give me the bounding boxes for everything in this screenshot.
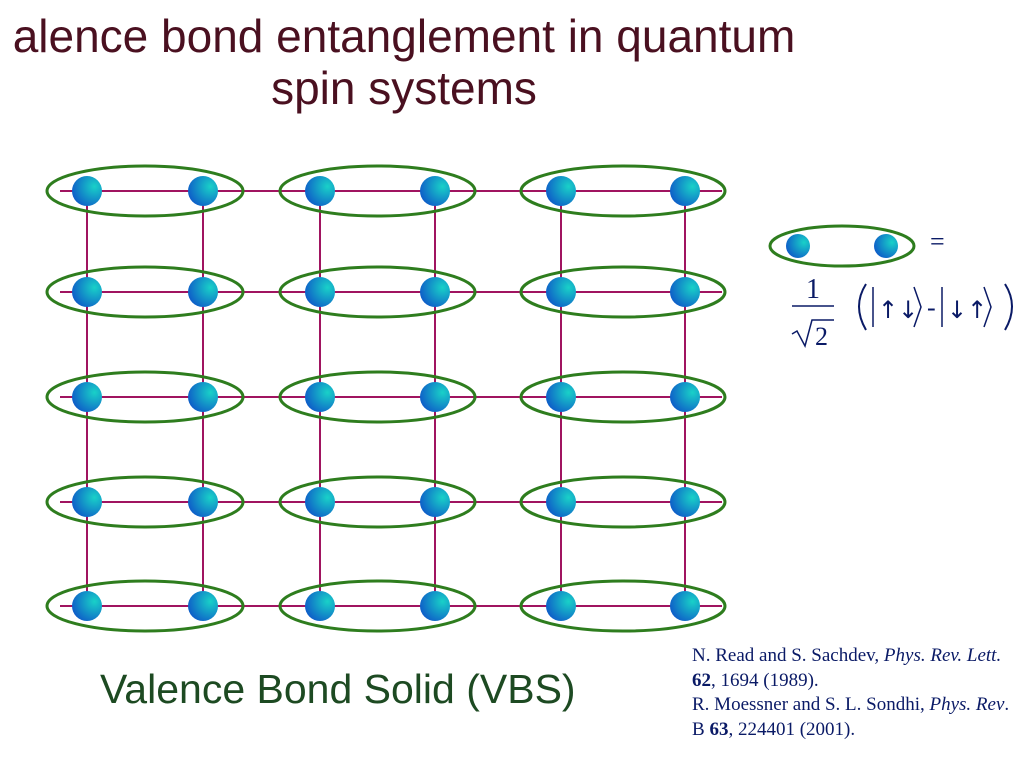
sqrt-argument: 2	[815, 322, 828, 351]
spin-site	[670, 591, 700, 621]
spin-site	[72, 382, 102, 412]
singlet-legend: = 1 2 ↑↓ - ↓↑	[768, 224, 1013, 351]
spin-site	[305, 176, 335, 206]
ket2-angle	[983, 286, 992, 328]
spin-site	[670, 487, 700, 517]
ket1-angle	[913, 286, 922, 328]
spin-site	[305, 277, 335, 307]
spin-site	[188, 487, 218, 517]
dimer-bond	[278, 164, 477, 218]
spin-site	[305, 487, 335, 517]
dimer-ellipse	[45, 164, 245, 218]
ref2-authors: R. Moessner and S. L. Sondhi,	[692, 694, 930, 715]
lattice-lines	[60, 190, 722, 607]
dimer-bond	[278, 370, 477, 424]
spin-site	[546, 591, 576, 621]
slide-title: alence bond entanglement in quantum spin…	[0, 10, 928, 114]
dimer-ellipse	[45, 579, 245, 633]
outer-paren-left	[858, 283, 867, 331]
spin-site	[420, 487, 450, 517]
spin-site	[420, 591, 450, 621]
spin-site	[546, 382, 576, 412]
ref1-pages-year: , 1694 (1989).	[711, 669, 819, 691]
ref2-volume: 63	[709, 718, 729, 740]
reference-2: R. Moessner and S. L. Sondhi, Phys. Rev.…	[692, 693, 1022, 742]
ref2-series: . B	[692, 694, 1010, 740]
title-line-2: spin systems	[271, 62, 537, 114]
dimer-ellipse	[519, 265, 727, 319]
spin-site	[305, 382, 335, 412]
ket2-spins: ↓↑	[947, 296, 987, 324]
dimer-bond	[45, 475, 245, 529]
legend-spin-right	[874, 234, 898, 258]
minus-sign: -	[927, 293, 936, 322]
spin-site	[188, 382, 218, 412]
spin-site	[72, 487, 102, 517]
dimer-bond	[519, 265, 727, 319]
dimer-ellipse	[45, 475, 245, 529]
dimer-ellipse	[519, 370, 727, 424]
spin-site	[670, 176, 700, 206]
spin-site	[188, 591, 218, 621]
legend-dimer-ellipse	[768, 224, 916, 268]
dimer-ellipse	[45, 265, 245, 319]
ref2-journal: Phys. Rev	[929, 694, 1005, 715]
dimer-bond	[45, 370, 245, 424]
title-line-1: alence bond entanglement in quantum	[12, 10, 796, 62]
sqrt-sign	[791, 319, 834, 349]
spin-site	[546, 277, 576, 307]
spin-site	[188, 277, 218, 307]
spin-site	[670, 277, 700, 307]
legend-spin-left	[786, 234, 810, 258]
dimer-bond	[519, 579, 727, 633]
outer-paren-right	[1004, 283, 1013, 331]
ref1-volume: 62	[692, 669, 711, 691]
spin-site	[546, 487, 576, 517]
dimer-bond	[45, 265, 245, 319]
references: N. Read and S. Sachdev, Phys. Rev. Lett.…	[692, 644, 1022, 742]
reference-1: N. Read and S. Sachdev, Phys. Rev. Lett.…	[692, 644, 1022, 693]
spin-site	[420, 176, 450, 206]
ket1-spins: ↑↓	[878, 296, 918, 324]
dimer-bond	[45, 164, 245, 218]
dimer-ellipse	[519, 579, 727, 633]
dimer-ellipse	[278, 579, 477, 633]
spin-site	[72, 591, 102, 621]
legend-equals-sign: =	[930, 227, 945, 256]
dimer-bond	[278, 475, 477, 529]
ref1-authors: N. Read and S. Sachdev,	[692, 645, 884, 666]
spin-site	[72, 277, 102, 307]
dimer-ellipse	[278, 475, 477, 529]
spin-site	[72, 176, 102, 206]
dimer-bonds	[45, 164, 727, 633]
dimer-bond	[278, 265, 477, 319]
spin-site	[420, 382, 450, 412]
dimer-ellipse	[278, 370, 477, 424]
dimer-ellipse	[45, 370, 245, 424]
dimer-bond	[278, 579, 477, 633]
dimer-bond	[45, 579, 245, 633]
dimer-bond	[519, 164, 727, 218]
spin-site	[670, 382, 700, 412]
dimer-ellipse	[278, 164, 477, 218]
dimer-ellipse	[519, 475, 727, 529]
spin-site	[420, 277, 450, 307]
spin-site	[188, 176, 218, 206]
ref1-journal: Phys. Rev. Lett.	[883, 645, 1002, 666]
dimer-ellipse	[278, 265, 477, 319]
dimer-bond	[519, 370, 727, 424]
ref2-pages-year: , 224401 (2001).	[728, 718, 856, 740]
spin-site	[546, 176, 576, 206]
dimer-bond	[519, 475, 727, 529]
vbs-caption: Valence Bond Solid (VBS)	[100, 666, 576, 712]
fraction-numerator: 1	[806, 274, 820, 305]
dimer-ellipse	[519, 164, 727, 218]
spin-site	[305, 591, 335, 621]
